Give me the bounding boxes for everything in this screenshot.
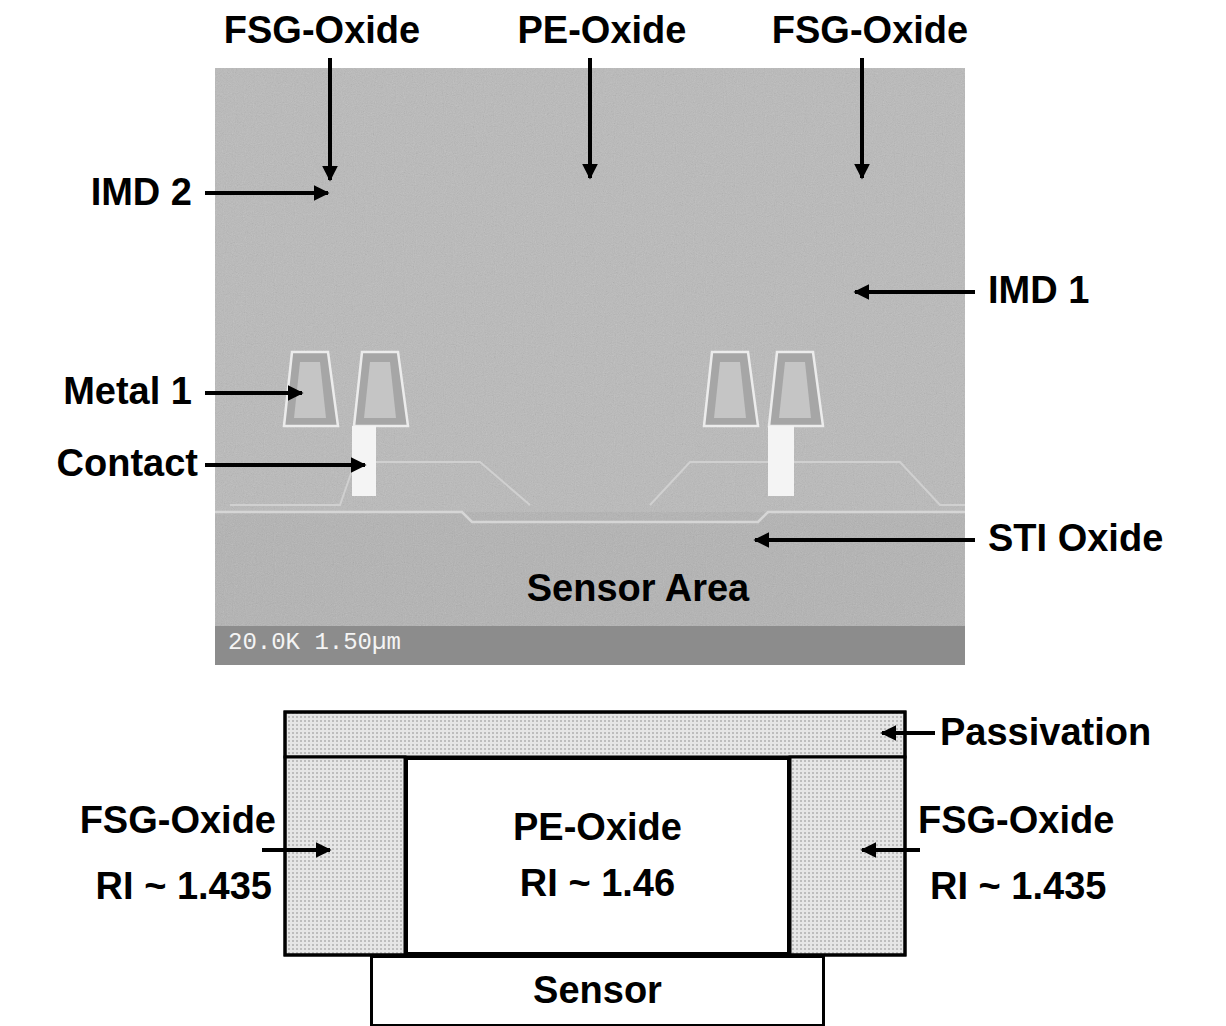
layer-label: IMD 2 [91, 172, 192, 214]
index-label: RI ~ 1.435 [930, 866, 1106, 908]
scale-bar-text: 20.0K 1.50µm [228, 630, 401, 656]
leader-arrows [205, 58, 975, 540]
part-label: Contact [57, 443, 198, 485]
index-label: RI ~ 1.435 [96, 866, 272, 908]
region-label: Sensor Area [527, 568, 749, 610]
oxide-box: PE-Oxide RI ~ 1.46 [405, 757, 790, 955]
layer-label: FSG-Oxide [772, 10, 968, 52]
sensor-box: Sensor [370, 955, 825, 1026]
box-text: Sensor [533, 970, 662, 1012]
box-text: RI ~ 1.46 [520, 863, 675, 905]
layer-label: FSG-Oxide [918, 800, 1114, 842]
part-label: Metal 1 [63, 371, 192, 413]
layer-label: PE-Oxide [518, 10, 687, 52]
layer-label: IMD 1 [988, 270, 1089, 312]
layer-label: Passivation [940, 712, 1151, 754]
layer-label: FSG-Oxide [80, 800, 276, 842]
schematic [285, 712, 905, 955]
box-text: PE-Oxide [513, 807, 682, 849]
layer-label: FSG-Oxide [224, 10, 420, 52]
layer-label: STI Oxide [988, 518, 1163, 560]
